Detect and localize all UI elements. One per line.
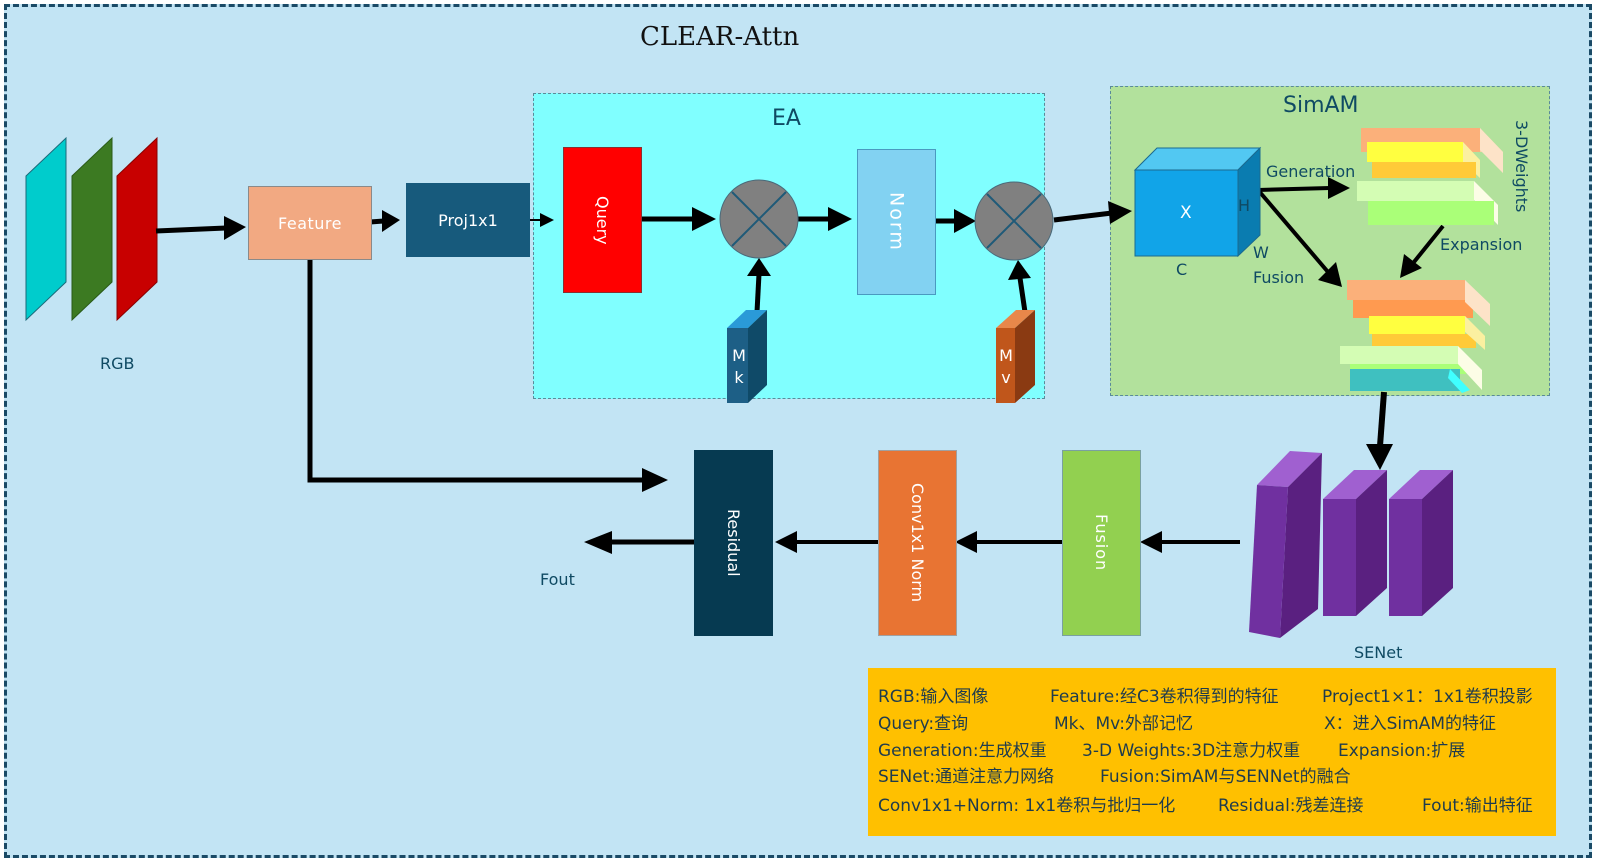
query-block: Query [563, 147, 642, 293]
diagram-title: CLEAR-Attn [640, 22, 800, 52]
arrow-rgb-feature [155, 225, 227, 234]
w-label: W [1253, 243, 1269, 262]
arrowhead [1366, 444, 1393, 470]
arrowhead [642, 468, 668, 492]
fused-weights-stack [1340, 280, 1490, 393]
arrowhead [775, 531, 797, 553]
arrows [155, 177, 1445, 554]
arrow-simam-senet [1377, 391, 1387, 447]
3d-weights-stack [1357, 128, 1503, 225]
proj-block: Proj1x1 [406, 183, 530, 257]
legend-item: Query:查询 [878, 714, 969, 734]
multiply-op-2 [974, 181, 1054, 261]
proj-label: Proj1x1 [438, 210, 498, 230]
senet-label: SENet [1354, 643, 1403, 662]
x-feature-cube [1133, 146, 1262, 258]
x-label: X [1180, 203, 1192, 223]
feature-block: Feature [248, 186, 372, 260]
conv-norm-label: Conv1x1 Norm [908, 483, 927, 603]
residual-block: Residual [694, 450, 773, 636]
feature-label: Feature [278, 213, 342, 233]
senet-block-1 [1249, 451, 1322, 638]
residual-label: Residual [724, 509, 743, 577]
conv-norm-block: Conv1x1 Norm [878, 450, 957, 636]
arrowhead [584, 531, 612, 554]
legend-item: Expansion:扩展 [1338, 741, 1466, 761]
multiply-op-1 [719, 179, 799, 259]
legend-item: Fout:输出特征 [1422, 796, 1533, 816]
arrowhead [1328, 177, 1350, 199]
legend-item: Mk、Mv:外部记忆 [1054, 714, 1194, 734]
arrow-mk-mult1 [754, 273, 762, 313]
skip-connection [307, 260, 644, 483]
mv-label: M v [999, 346, 1013, 387]
expansion-label: Expansion [1440, 235, 1523, 254]
fusion-block: Fusion [1062, 450, 1141, 636]
arrowhead [954, 209, 976, 233]
simam-title: SimAM [1283, 93, 1359, 118]
arrowhead [224, 216, 246, 240]
mk-memory-block [727, 310, 767, 403]
mk-label: M k [732, 346, 746, 387]
arrowhead [382, 210, 400, 232]
legend-item: 3-D Weights:3D注意力权重 [1082, 741, 1301, 761]
legend-item: SENet:通道注意力网络 [878, 767, 1055, 787]
ea-title: EA [772, 106, 801, 131]
c-label: C [1176, 260, 1188, 279]
legend-item: RGB:输入图像 [878, 687, 989, 707]
rgb-label: RGB [100, 354, 135, 373]
rgb-channel-red [116, 136, 158, 322]
arrow-mult2-x [1053, 210, 1113, 223]
arrowhead [1400, 254, 1422, 278]
rgb-channel-green [71, 136, 113, 322]
arrowhead [1318, 262, 1342, 287]
arrow-feature-proj [369, 218, 385, 225]
legend-item: X：进入SimAM的特征 [1324, 714, 1497, 734]
legend-item: Generation:生成权重 [878, 741, 1047, 761]
arrow-x-fusion [1256, 188, 1330, 274]
arrow-expansion [1412, 224, 1445, 264]
legend-item: Fusion:SimAM与SENNet的融合 [1100, 767, 1351, 787]
3d-weights-label: 3-DWeights [1512, 120, 1531, 213]
arrow-x-generation [1257, 186, 1331, 192]
legend-item: Residual:残差连接 [1218, 796, 1364, 816]
legend-box: RGB:输入图像 Feature:经C3卷积得到的特征 Project1×1：1… [868, 668, 1556, 836]
fusion-label: Fusion [1092, 514, 1111, 572]
arrowhead [1108, 201, 1132, 224]
norm-label: Norm [885, 192, 908, 252]
arrowhead [828, 207, 852, 231]
norm-block: Norm [857, 149, 936, 295]
arrowhead [955, 531, 977, 553]
legend-item: Conv1x1+Norm: 1x1卷积与批归一化 [878, 796, 1176, 816]
arrowhead [540, 213, 554, 227]
arrowhead [692, 207, 716, 231]
arrowhead [1140, 531, 1162, 553]
query-label: Query [593, 195, 612, 245]
arrow-mv-mult2 [1017, 277, 1028, 313]
arrowhead [747, 258, 771, 276]
fusion-arrow-label: Fusion [1253, 268, 1305, 287]
legend-item: Feature:经C3卷积得到的特征 [1050, 687, 1279, 707]
mv-memory-block [996, 310, 1035, 403]
h-label: H [1238, 196, 1251, 215]
legend-item: Project1×1：1x1卷积投影 [1322, 687, 1533, 707]
arrowhead [1008, 260, 1031, 280]
senet-block-3 [1389, 470, 1453, 616]
rgb-channel-cyan [25, 136, 67, 322]
senet-block-2 [1323, 470, 1387, 616]
fout-label: Fout [540, 570, 575, 589]
generation-label: Generation [1266, 162, 1356, 181]
